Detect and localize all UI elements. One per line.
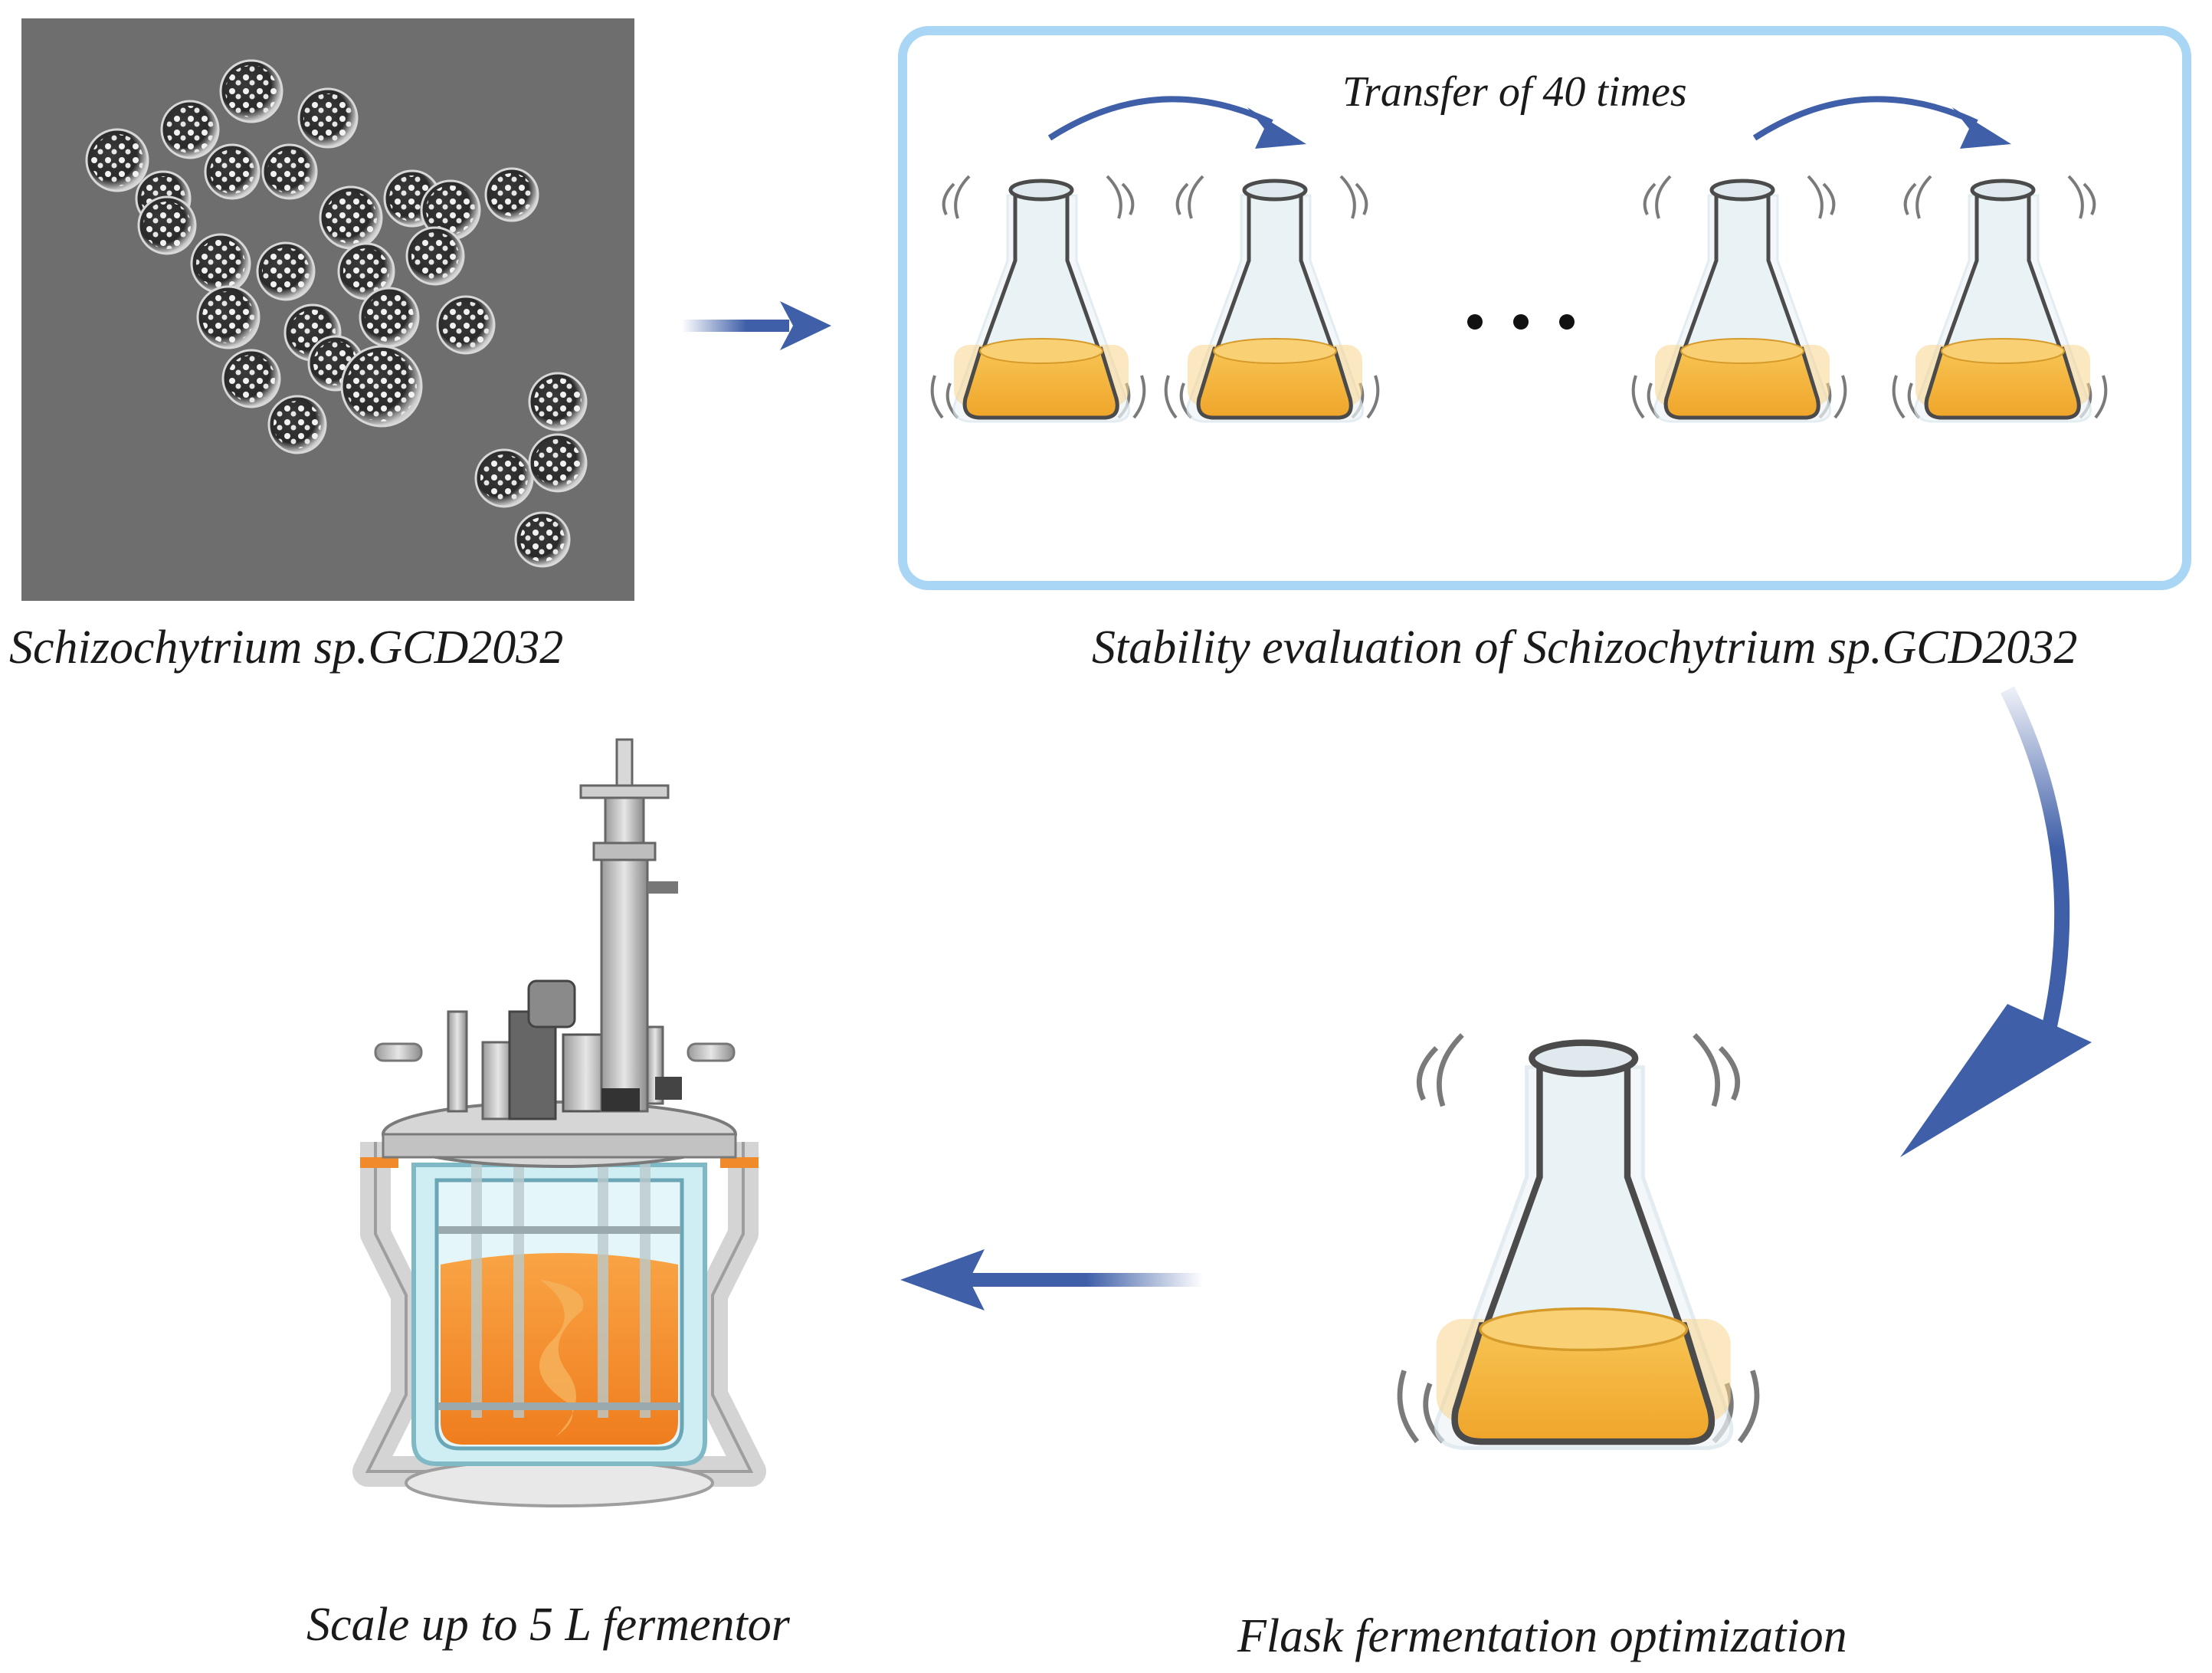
ellipsis-icon: [1467, 314, 1575, 330]
flask-caption: Flask fermentation optimization: [1237, 1610, 1847, 1662]
cell-granules: [480, 454, 528, 502]
shaking-flask-icon: [1885, 153, 2115, 444]
cell-granules: [267, 149, 312, 194]
transfer-arrow-icon: [1047, 96, 1306, 149]
cell-granules: [346, 351, 417, 422]
fermentor-icon: [352, 738, 766, 1507]
flow-arrow-icon: [1900, 686, 2092, 1157]
cell-granules: [325, 192, 377, 244]
cell-granules: [91, 134, 143, 186]
cell-granules: [274, 401, 321, 448]
micrograph-image: [21, 18, 634, 601]
microorganism-caption: Schizochytrium sp.GCD2032: [9, 622, 564, 674]
cell-granules: [426, 185, 475, 235]
cell-granules: [228, 355, 275, 402]
cell-granules: [303, 93, 352, 143]
cell-granules: [225, 65, 277, 117]
shaking-flask-icon: [1379, 996, 1778, 1487]
cell-granules: [520, 517, 565, 562]
cell-granules: [210, 149, 254, 194]
cell-granules: [442, 301, 490, 349]
cell-granules: [262, 248, 310, 295]
transfer-arrow-icon: [1752, 96, 2011, 149]
cell-granules: [196, 239, 245, 288]
flow-arrow-icon: [900, 1249, 1203, 1311]
fermentor-caption: Scale up to 5 L fermentor: [306, 1599, 790, 1651]
cell-granules: [490, 173, 533, 216]
shaking-flask-icon: [923, 153, 1153, 444]
shaking-flask-icon: [1624, 153, 1854, 444]
cell-granules: [343, 248, 389, 294]
cell-granules: [143, 202, 191, 249]
cell-granules: [534, 378, 582, 425]
cell-granules: [166, 106, 214, 153]
flow-arrow-icon: [682, 301, 831, 350]
cell-granules: [202, 291, 254, 343]
cell-granules: [365, 293, 414, 342]
shaking-flask-icon: [1157, 153, 1387, 444]
stability-caption: Stability evaluation of Schizochytrium s…: [1092, 622, 2078, 674]
cell-granules: [534, 439, 582, 487]
cell-granules: [411, 232, 459, 280]
transfer-label: Transfer of 40 times: [1342, 68, 1687, 116]
